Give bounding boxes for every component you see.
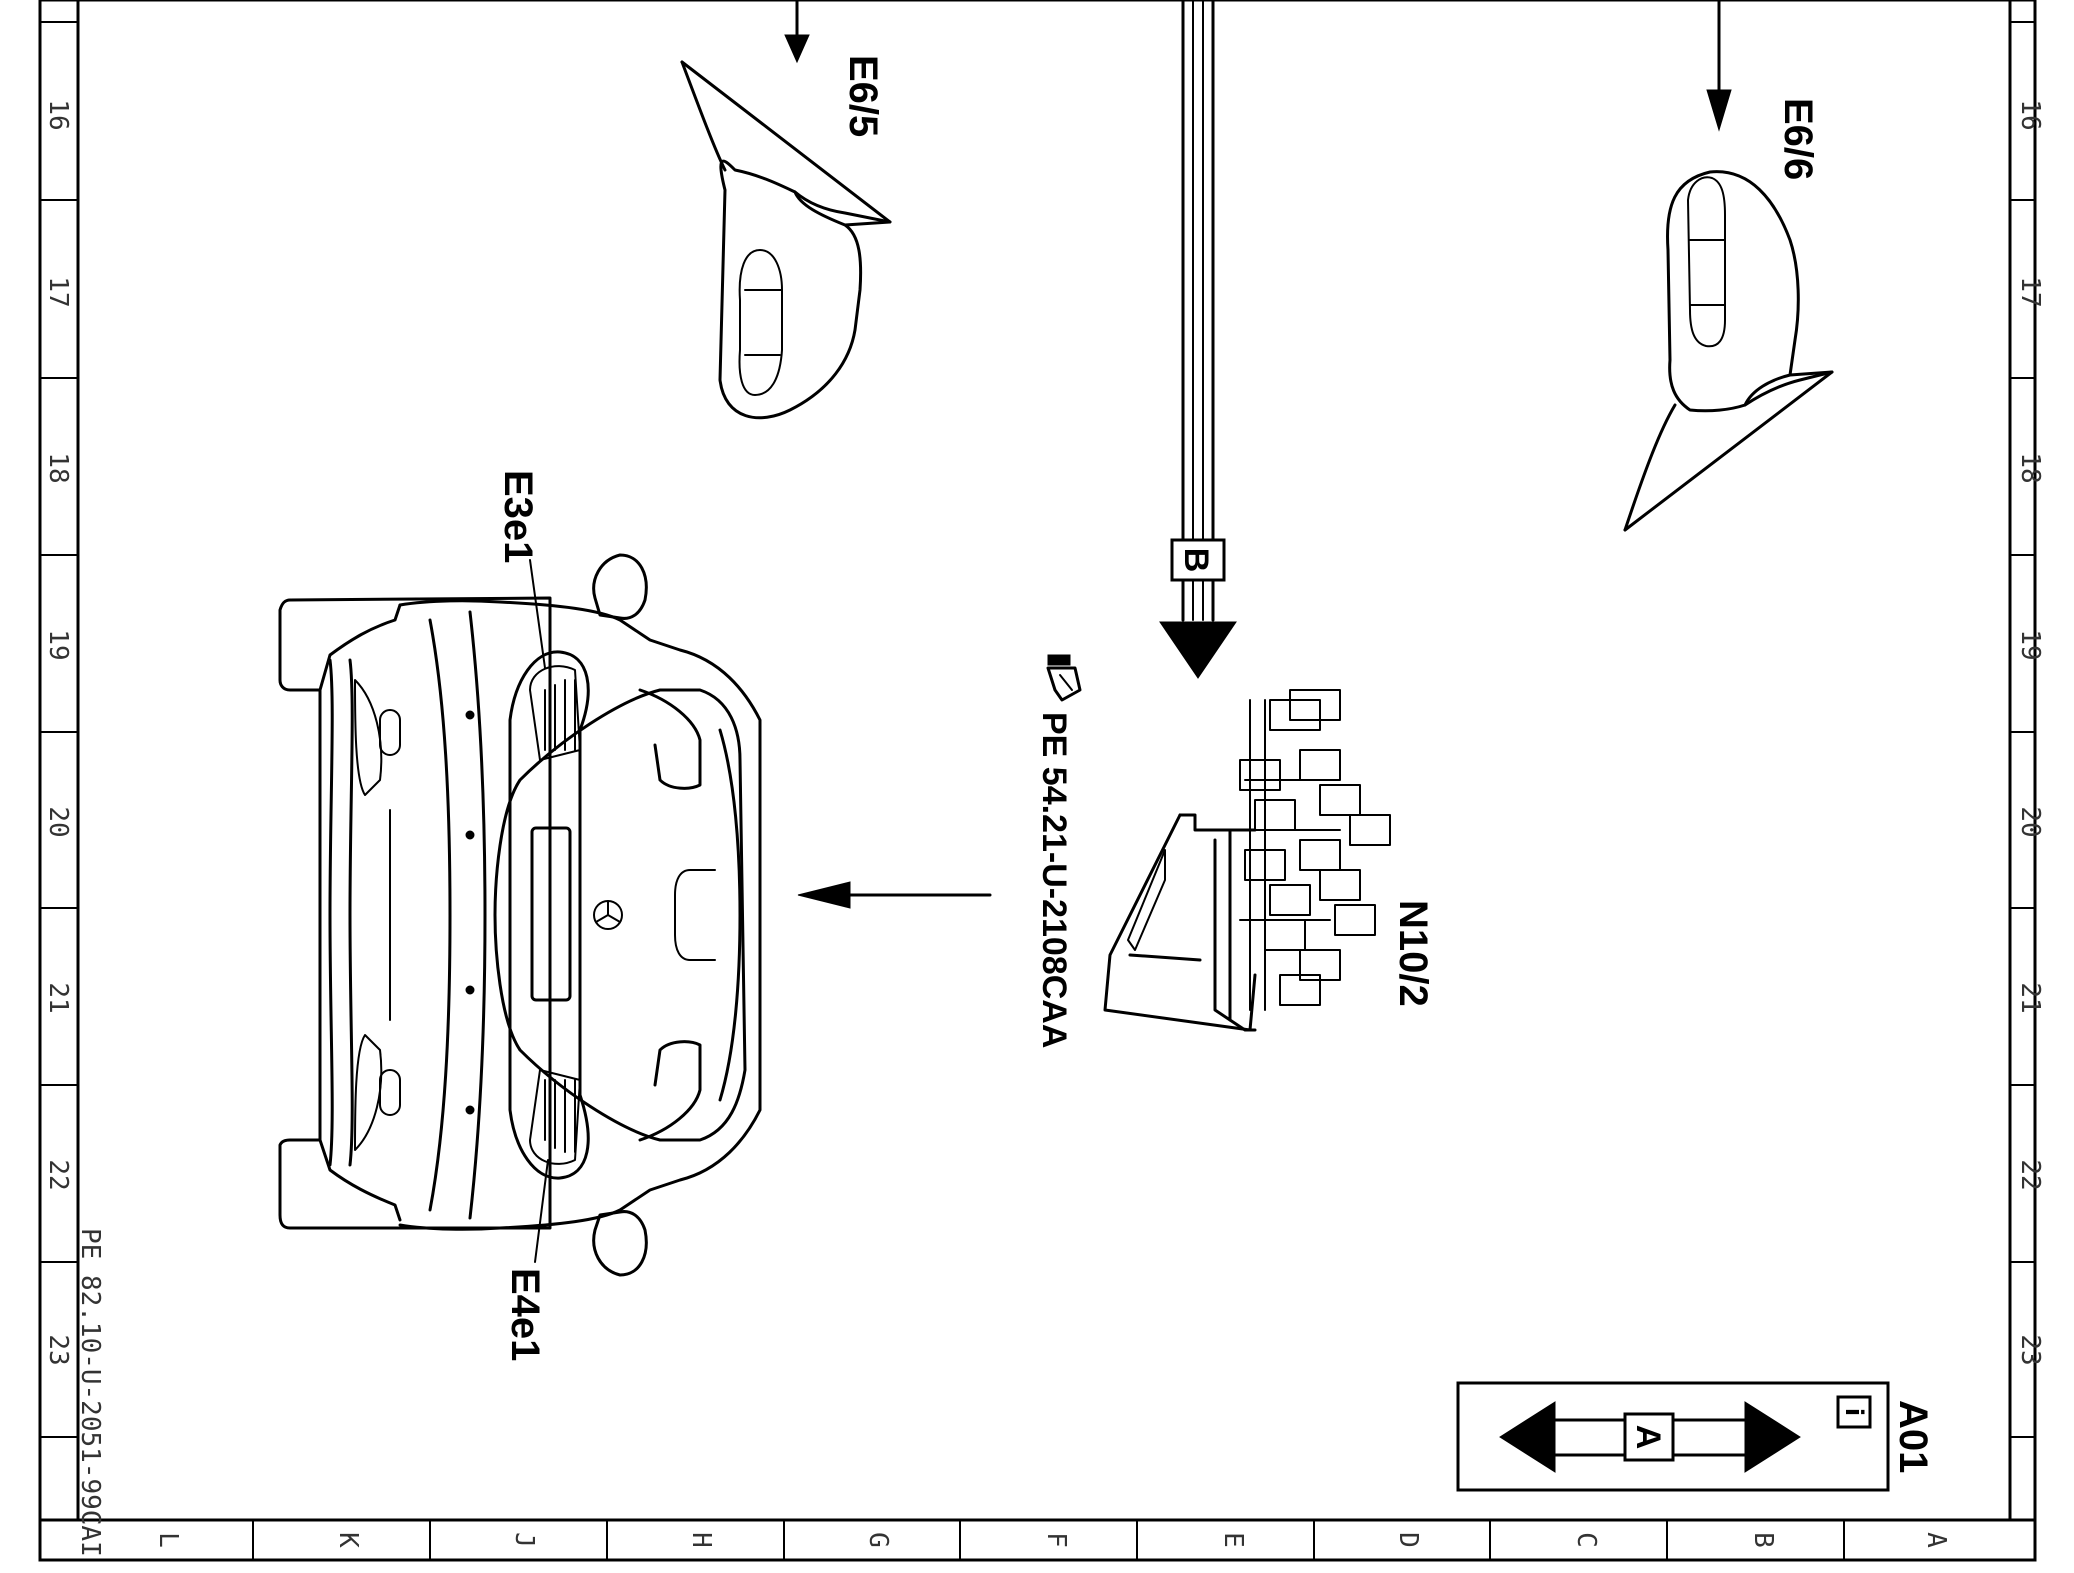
mirror-left-e6-5: E6/5 — [680, 0, 892, 420]
row-label-left: 16 — [43, 99, 73, 130]
car-front-view: E3e1 E4e1 — [278, 470, 762, 1361]
column-label: F — [1041, 1532, 1071, 1548]
drawing-frame: 16 17 18 19 20 21 22 23 16 17 18 19 20 2… — [38, 0, 2045, 1562]
light-upper-label: E3e1 — [496, 470, 540, 563]
legend-box: A i A01 — [1456, 1381, 1935, 1492]
double-arrow-right-head — [1744, 1401, 1801, 1473]
row-label-right: 22 — [2015, 1159, 2045, 1190]
light-lower-label: E4e1 — [503, 1268, 547, 1361]
row-label-left: 17 — [43, 276, 73, 307]
row-label-left: 20 — [43, 806, 73, 837]
row-label-right: 16 — [2015, 99, 2045, 130]
connector-b-label: B — [1177, 548, 1215, 573]
mirror-left-label: E6/5 — [841, 55, 885, 137]
row-ticks-right — [2010, 21, 2035, 1438]
module-reference: PE 54.21-U-2108CAA — [1035, 654, 1082, 1048]
column-label: H — [686, 1532, 716, 1548]
row-label-left: 19 — [43, 629, 73, 660]
column-label: D — [1393, 1532, 1423, 1548]
row-label-right: 19 — [2015, 629, 2045, 660]
column-label: C — [1571, 1532, 1601, 1548]
row-label-left: 23 — [43, 1334, 73, 1365]
connector-b-box — [1170, 538, 1226, 582]
column-label: G — [863, 1532, 893, 1548]
headlight-grille-upper — [544, 679, 576, 751]
legend-arrow-label: A — [1629, 1425, 1667, 1450]
info-icon: i — [1836, 1395, 1872, 1429]
module-n10-2: N10/2 — [1103, 689, 1435, 1032]
headlight-grille-lower — [544, 1079, 576, 1153]
column-label: J — [509, 1532, 539, 1548]
mirror-right-e6-6: E6/6 — [1623, 0, 1834, 532]
sheet-id: A01 — [1891, 1400, 1935, 1473]
row-label-right: 23 — [2015, 1334, 2045, 1365]
column-label: L — [153, 1532, 183, 1548]
column-label: K — [333, 1532, 363, 1548]
row-label-left: 22 — [43, 1159, 73, 1190]
column-label: E — [1218, 1532, 1248, 1548]
module-pins — [1239, 689, 1391, 1011]
leader-e3e1 — [529, 559, 546, 669]
pointing-hand-icon — [1046, 654, 1082, 702]
double-arrow-left-head — [1499, 1401, 1556, 1473]
row-label-right: 17 — [2015, 276, 2045, 307]
document-id: PE 82.10-U-2051-99CAI — [75, 1228, 105, 1557]
module-reference-text: PE 54.21-U-2108CAA — [1035, 712, 1073, 1048]
leader-e4e1 — [534, 1159, 549, 1263]
info-icon-glyph: i — [1840, 1408, 1868, 1416]
row-ticks-left — [40, 21, 78, 1438]
pointer-arrow-left — [797, 881, 992, 909]
star-emblem-icon — [593, 900, 623, 930]
column-label: A — [1921, 1532, 1951, 1548]
row-label-right: 20 — [2015, 806, 2045, 837]
row-label-left: 18 — [43, 452, 73, 483]
row-label-right: 18 — [2015, 452, 2045, 483]
down-arrow-head — [1159, 621, 1237, 679]
wire-harness: B — [1159, 0, 1237, 679]
column-ticks — [252, 1520, 1845, 1560]
row-label-left: 21 — [43, 982, 73, 1013]
mirror-right-label: E6/6 — [1776, 98, 1820, 180]
module-label: N10/2 — [1391, 900, 1435, 1007]
row-label-right: 21 — [2015, 982, 2045, 1013]
column-label: B — [1748, 1532, 1778, 1548]
